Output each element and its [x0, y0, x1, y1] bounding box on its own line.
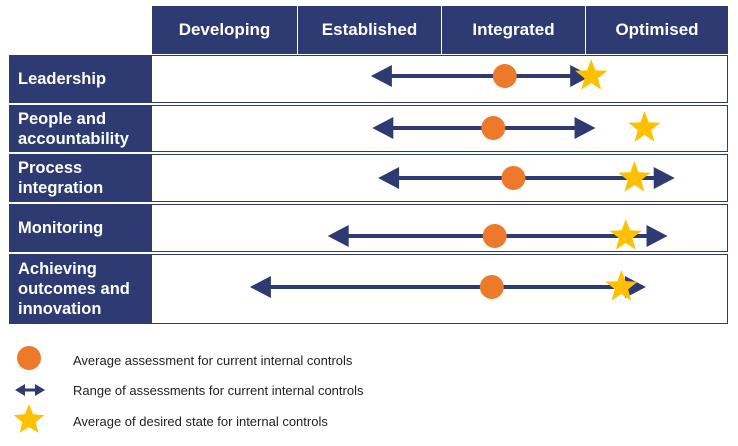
current-marker-row-0 — [492, 64, 517, 88]
desired-star-row-3 — [609, 219, 642, 250]
row-label-process: Process integration — [9, 154, 152, 202]
range-arrow-row-0 — [370, 65, 592, 87]
current-marker-row-1 — [481, 116, 506, 140]
legend-star-icon — [13, 404, 45, 433]
current-marker-row-3 — [482, 224, 507, 248]
row-label-monitoring: Monitoring — [9, 204, 152, 252]
desired-star-row-1 — [628, 111, 661, 142]
column-header-developing: Developing — [152, 6, 297, 54]
legend-text-range: Range of assessments for current interna… — [73, 383, 364, 398]
range-arrow-row-3-left-head — [327, 225, 349, 247]
range-arrow-row-1-right-head — [574, 117, 596, 139]
column-header-established: Established — [297, 6, 441, 54]
range-arrow-row-2 — [378, 167, 675, 189]
range-arrow-row-3-right-head — [646, 225, 668, 247]
legend-arrow-left-icon — [15, 384, 25, 396]
legend-arrow-right-icon — [35, 384, 45, 396]
range-arrow-row-0-left-head — [370, 65, 392, 87]
range-arrow-row-2-right-head — [653, 167, 675, 189]
range-arrow-row-4-left-head — [249, 276, 271, 298]
desired-star-row-2 — [618, 161, 651, 192]
current-marker-row-2 — [501, 166, 526, 190]
range-arrow-row-4 — [249, 276, 646, 298]
range-arrow-row-0-right-head — [570, 65, 592, 87]
column-header-integrated: Integrated — [441, 6, 585, 54]
row-cell-leadership — [152, 55, 728, 103]
legend-text-current: Average assessment for current internal … — [73, 353, 353, 368]
range-arrow-row-2-left-head — [378, 167, 400, 189]
row-label-people: People and accountability — [9, 105, 152, 152]
legend-text-desired: Average of desired state for internal co… — [73, 414, 328, 429]
row-label-leadership: Leadership — [9, 55, 152, 103]
column-header-optimised: Optimised — [585, 6, 728, 54]
range-arrow-row-1-left-head — [372, 117, 394, 139]
current-marker-row-4 — [479, 275, 504, 299]
desired-star-row-4 — [605, 270, 638, 301]
row-label-outcomes: Achieving outcomes and innovation — [9, 254, 152, 324]
desired-star-row-0 — [575, 59, 608, 90]
legend-circle-icon — [17, 346, 41, 370]
